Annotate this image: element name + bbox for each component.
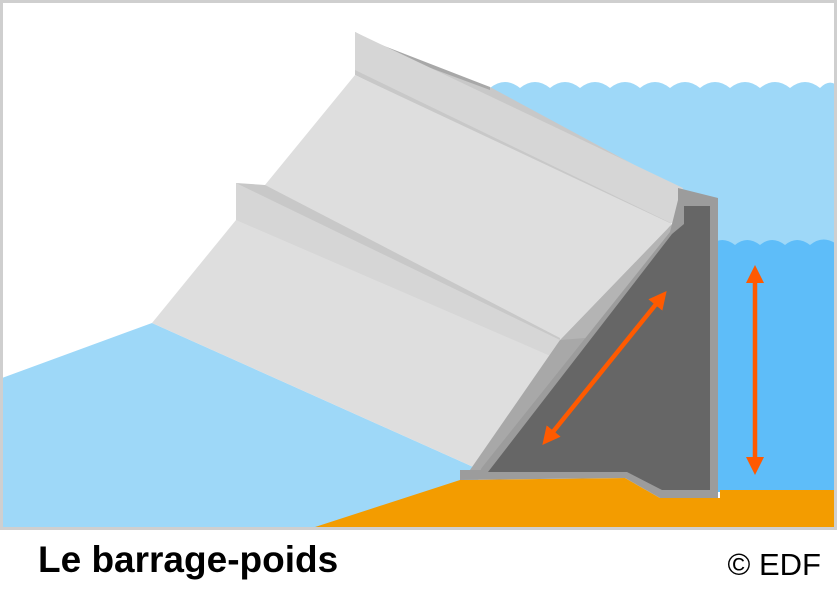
caption-title: Le barrage-poids <box>38 539 339 580</box>
downstream-water <box>2 323 480 528</box>
dam-lower-face <box>152 220 560 470</box>
copyright-credit: © EDF <box>727 547 821 582</box>
double-arrow-icon <box>542 290 667 446</box>
reservoir-water-far <box>490 82 835 245</box>
gravity-dam-illustration <box>0 0 837 530</box>
dam-top-ridge <box>355 32 683 226</box>
dam-step-ridge <box>236 183 560 360</box>
dam-upper-face <box>236 75 672 340</box>
upstream-water <box>710 239 835 492</box>
image-frame <box>0 0 837 530</box>
ground <box>312 478 835 528</box>
dam-crest-edge <box>355 32 490 90</box>
